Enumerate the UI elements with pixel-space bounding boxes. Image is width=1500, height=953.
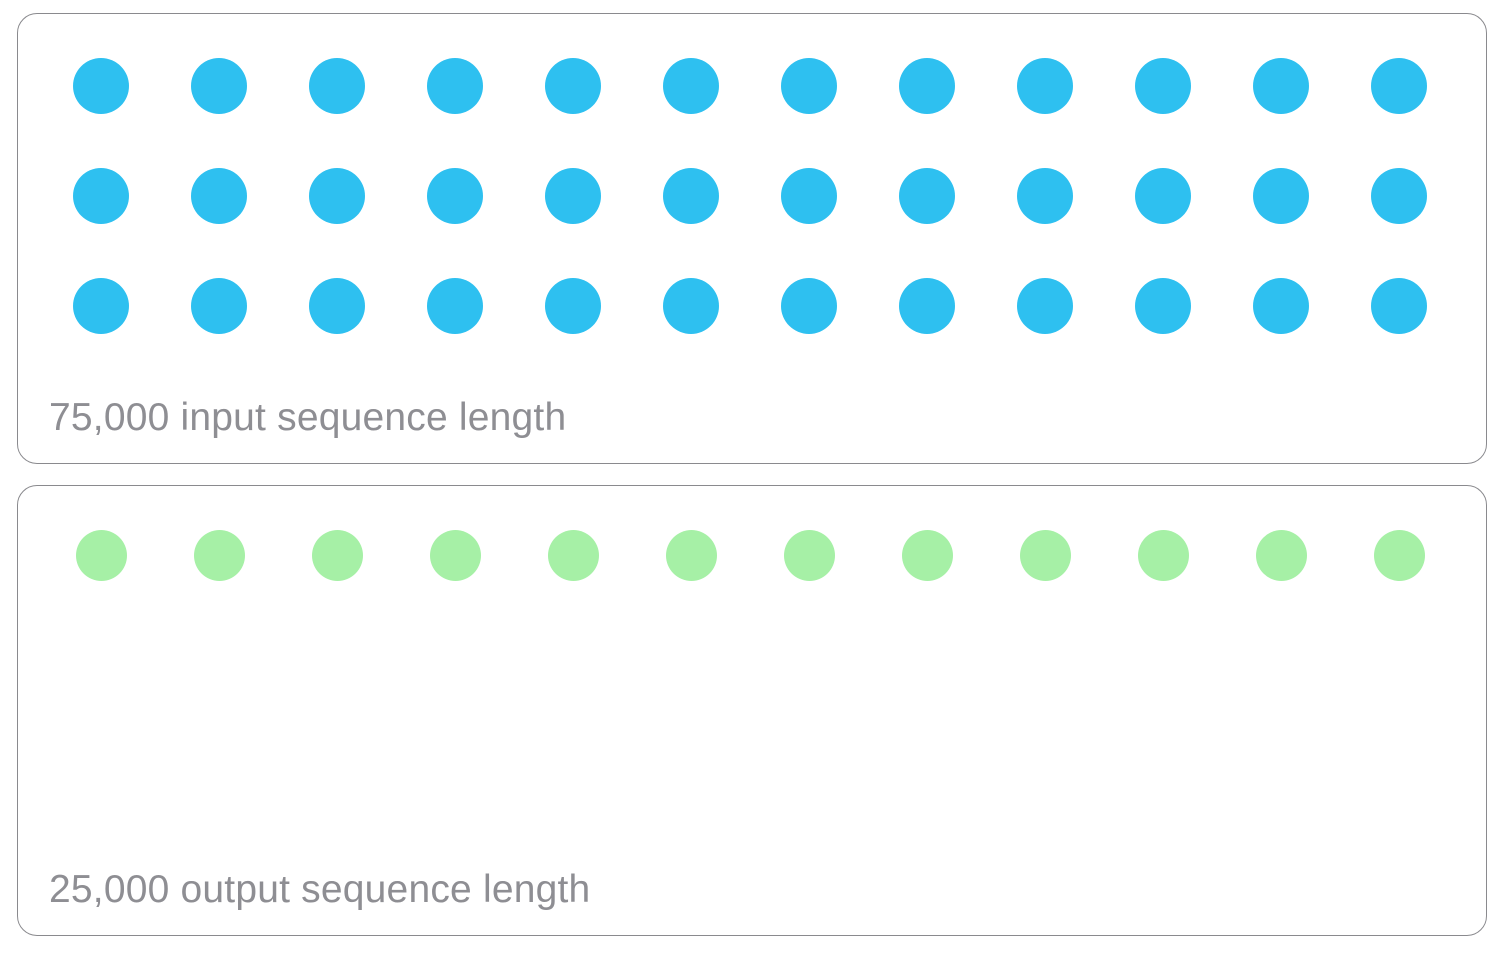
output-dot-row: [18, 530, 1486, 588]
input-token-dot: [1017, 168, 1073, 224]
input-token-dot: [545, 168, 601, 224]
input-dot-row: [18, 58, 1486, 116]
input-dot-row: [18, 168, 1486, 226]
input-token-dot: [309, 168, 365, 224]
input-token-dot: [545, 278, 601, 334]
output-token-dot: [193, 530, 245, 581]
input-token-dot: [781, 278, 837, 334]
output-token-dot: [1373, 530, 1425, 581]
input-token-dot: [73, 278, 129, 334]
output-token-dot: [783, 530, 835, 581]
input-token-dot: [427, 168, 483, 224]
input-token-dot: [899, 58, 955, 114]
input-token-dot: [899, 168, 955, 224]
input-token-dot: [545, 58, 601, 114]
input-token-dot: [73, 58, 129, 114]
output-token-dot: [1255, 530, 1307, 581]
input-token-dot: [1371, 278, 1427, 334]
output-token-dot: [1019, 530, 1071, 581]
output-token-dot: [665, 530, 717, 581]
input-token-dot: [191, 58, 247, 114]
output-sequence-caption: 25,000 output sequence length: [49, 868, 591, 911]
input-token-dot: [1135, 58, 1191, 114]
input-token-dot: [1253, 278, 1309, 334]
output-token-dot: [429, 530, 481, 581]
input-token-dot: [73, 168, 129, 224]
input-token-dot: [781, 58, 837, 114]
input-token-dot: [1017, 58, 1073, 114]
input-token-dot: [781, 168, 837, 224]
output-token-dot: [1137, 530, 1189, 581]
input-token-dot: [427, 58, 483, 114]
input-token-dot: [663, 278, 719, 334]
input-token-dot: [427, 278, 483, 334]
input-token-dot: [1253, 58, 1309, 114]
output-sequence-panel: 25,000 output sequence length: [17, 485, 1487, 936]
input-token-dot: [1135, 168, 1191, 224]
input-token-dot: [663, 168, 719, 224]
input-token-dot: [663, 58, 719, 114]
input-token-dot: [1135, 278, 1191, 334]
input-token-dot: [191, 278, 247, 334]
output-token-dot: [901, 530, 953, 581]
input-token-dot: [309, 58, 365, 114]
input-token-dot: [1017, 278, 1073, 334]
input-token-dot: [1371, 168, 1427, 224]
input-token-dot: [1253, 168, 1309, 224]
input-token-dot: [191, 168, 247, 224]
input-token-dot: [1371, 58, 1427, 114]
input-token-dot: [899, 278, 955, 334]
input-sequence-panel: 75,000 input sequence length: [17, 13, 1487, 464]
output-token-dot: [311, 530, 363, 581]
output-token-dot: [75, 530, 127, 581]
input-dot-row: [18, 278, 1486, 336]
output-token-dot: [547, 530, 599, 581]
input-sequence-caption: 75,000 input sequence length: [49, 396, 567, 439]
input-token-dot: [309, 278, 365, 334]
